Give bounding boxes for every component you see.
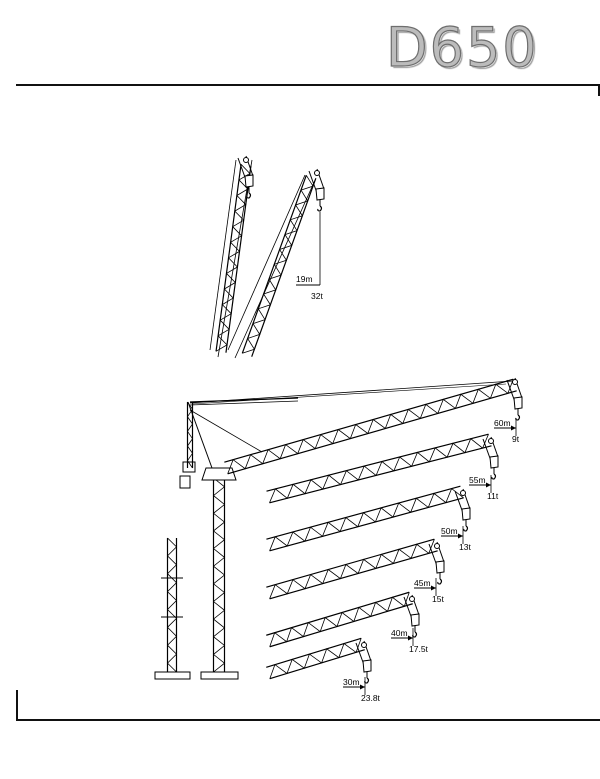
- boom-pendant: [189, 380, 514, 404]
- upper-jib-views: 19m 32t: [209, 155, 325, 359]
- jib-variant-tip-3: [428, 541, 445, 585]
- jib-variant-2: [266, 485, 464, 552]
- jib-variant-tip-1: [482, 436, 499, 480]
- boom-pendant: [191, 383, 507, 405]
- main-boom-tip: [506, 377, 523, 421]
- luffing-jib-right: [241, 175, 317, 357]
- footer-rule-end-tick: [16, 690, 18, 721]
- radius-label: 19m: [296, 274, 313, 284]
- jib-tip-left: [237, 155, 254, 199]
- radius-label: 30m: [343, 677, 360, 687]
- jib-rope-left: [209, 159, 237, 351]
- tower-section-base: [154, 671, 191, 680]
- jib-variant-4: [266, 591, 413, 648]
- footer-rule: [16, 719, 600, 721]
- arrow-icon: [486, 482, 491, 488]
- upper-capacity-label: 19m 32t: [296, 274, 323, 301]
- hook-icon: [463, 525, 469, 532]
- load-label: 15t: [432, 594, 444, 604]
- arrow-icon: [458, 533, 463, 539]
- a-frame-leg: [187, 401, 213, 469]
- main-boom: [224, 378, 517, 475]
- arrow-icon: [360, 684, 365, 690]
- luffing-jib-left: [215, 164, 252, 353]
- radius-label: 60m: [494, 418, 511, 428]
- jib-variant-tip-2: [454, 488, 471, 532]
- header-rule: [16, 84, 600, 86]
- load-label: 11t: [487, 491, 499, 501]
- arrow-icon: [431, 585, 436, 591]
- main-crane-view: [179, 377, 523, 680]
- load-label: 9t: [512, 434, 520, 444]
- jib-rope-left: [217, 159, 253, 358]
- main-tower: [212, 477, 226, 673]
- load-label: 32t: [311, 291, 323, 301]
- hook-icon: [246, 192, 252, 199]
- tower-section: [166, 537, 178, 673]
- arrow-icon: [408, 635, 413, 641]
- radius-label: 45m: [414, 578, 431, 588]
- operator-cab: [182, 461, 196, 473]
- jib-variant-1: [266, 433, 492, 504]
- jib-variant-3: [266, 538, 438, 600]
- radius-label: 40m: [391, 628, 408, 638]
- a-frame-top-member: [189, 400, 299, 406]
- jib-rope-right: [227, 174, 306, 351]
- model-title: D650: [385, 16, 539, 79]
- arrow-icon: [511, 425, 516, 431]
- slewing-ring: [201, 467, 237, 481]
- jib-length-variants: [266, 433, 499, 684]
- hook-icon: [437, 578, 443, 585]
- luffing-rope: [189, 409, 263, 453]
- load-label: 17.5t: [409, 644, 429, 654]
- tower-section-view: [154, 537, 191, 680]
- radius-label: 55m: [469, 475, 486, 485]
- load-label: 23.8t: [361, 693, 381, 703]
- jib-rope-right: [234, 177, 317, 359]
- jib-variant-5: [266, 637, 365, 680]
- header-rule-end-tick: [598, 84, 600, 96]
- hook-icon: [317, 205, 323, 212]
- hook-icon: [491, 473, 497, 480]
- radius-label: 50m: [441, 526, 458, 536]
- counterweight: [179, 475, 191, 489]
- jib-variant-tip-4: [403, 594, 420, 638]
- tower-base: [200, 671, 239, 680]
- load-label: 13t: [459, 542, 471, 552]
- jib-variant-tip-5: [355, 640, 372, 684]
- jib-tip-right: [308, 168, 325, 212]
